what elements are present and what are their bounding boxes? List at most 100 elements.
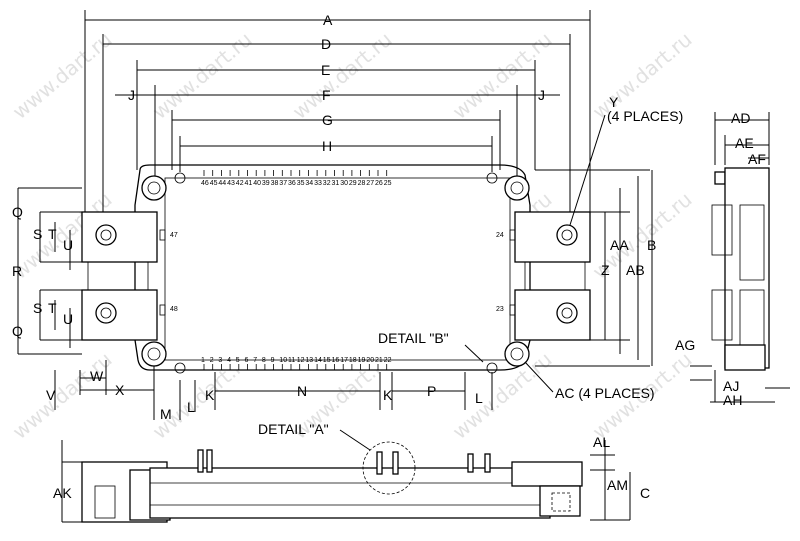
pin-bottom-label: 5 xyxy=(236,357,240,364)
pin-bottom-label: 13 xyxy=(305,357,313,364)
dim-l-left: L xyxy=(187,399,195,415)
dim-m: M xyxy=(160,406,172,422)
pin-top-label: 43 xyxy=(227,180,235,187)
pin-top-label: 41 xyxy=(245,180,253,187)
dim-b: B xyxy=(647,237,656,253)
dim-am: AM xyxy=(607,477,628,493)
watermark-text: www.dart.ru xyxy=(8,347,117,444)
pin-23: 23 xyxy=(496,306,504,313)
pin-top-label: 42 xyxy=(236,180,244,187)
front-view: AK AL AM C xyxy=(53,434,650,523)
pin-top-label: 25 xyxy=(384,180,392,187)
pin-bottom-label: 6 xyxy=(245,357,249,364)
pin-top-label: 34 xyxy=(305,180,313,187)
dim-s-bottom: S xyxy=(33,300,42,316)
pin-bottom-label: 3 xyxy=(218,357,222,364)
dim-e: E xyxy=(321,62,330,78)
pin-bottom-label: 18 xyxy=(349,357,357,364)
pin-bottom-label: 10 xyxy=(279,357,287,364)
dim-s-top: S xyxy=(33,226,42,242)
pin-top-label: 26 xyxy=(375,180,383,187)
dim-g: G xyxy=(322,112,333,128)
pin-top-label: 38 xyxy=(271,180,279,187)
dim-al: AL xyxy=(593,434,610,450)
dim-ag: AG xyxy=(675,337,695,353)
pin-bottom-label: 12 xyxy=(297,357,305,364)
dim-r: R xyxy=(12,263,22,279)
pin-top-label: 29 xyxy=(349,180,357,187)
dim-d: D xyxy=(321,36,331,52)
watermark-text: www.dart.ru xyxy=(8,27,117,124)
dim-q-top: Q xyxy=(12,204,23,220)
dim-aa: AA xyxy=(610,237,629,253)
dim-x: X xyxy=(115,382,125,398)
pin-bottom-label: 11 xyxy=(288,357,295,364)
dim-l-right: L xyxy=(475,390,483,406)
pin-top-label: 27 xyxy=(366,180,374,187)
callouts: Y (4 PLACES) DETAIL "B" AC (4 PLACES) DE… xyxy=(258,94,683,451)
dim-ab: AB xyxy=(626,262,645,278)
dim-u-top: U xyxy=(63,237,73,253)
left-dimensions: Q Q R S T U S T U xyxy=(12,187,82,355)
right-dimensions: Z AA AB B xyxy=(535,169,656,367)
watermark-text: www.dart.ru xyxy=(448,27,557,124)
pin-top-label: 44 xyxy=(218,180,226,187)
dim-af: AF xyxy=(748,151,766,167)
pin-bottom-label: 17 xyxy=(340,357,348,364)
pin-24: 24 xyxy=(496,232,504,239)
side-view: AD AE AF AG AJ AH xyxy=(675,110,790,408)
pin-bottom-label: 7 xyxy=(253,357,257,364)
pin-bottom-label: 22 xyxy=(384,357,392,364)
dim-j-right: J xyxy=(538,87,545,103)
dim-ae: AE xyxy=(735,135,754,151)
dim-f: F xyxy=(322,87,331,103)
dim-ad: AD xyxy=(731,110,750,126)
pin-top-label: 46 xyxy=(201,180,209,187)
pin-bottom-label: 14 xyxy=(314,357,322,364)
dim-w: W xyxy=(90,368,104,384)
dim-t-bottom: T xyxy=(48,300,57,316)
pin-top-label: 30 xyxy=(340,180,348,187)
pin-top-label: 45 xyxy=(210,180,218,187)
dim-ak: AK xyxy=(53,485,72,501)
pin-bottom-label: 8 xyxy=(262,357,266,364)
pin-top-label: 31 xyxy=(332,180,340,187)
dim-k-right: K xyxy=(383,387,393,403)
dim-k-left: K xyxy=(205,387,215,403)
pin-bottom-label: 21 xyxy=(375,357,383,364)
dim-j-left: J xyxy=(128,87,135,103)
callout-detail-a: DETAIL "A" xyxy=(258,421,329,437)
pin-bottom-label: 9 xyxy=(271,357,275,364)
pin-top-label: 35 xyxy=(297,180,305,187)
dim-c: C xyxy=(640,485,650,501)
pin-top-label: 33 xyxy=(314,180,322,187)
pin-top-label: 36 xyxy=(288,180,296,187)
pin-top-label: 37 xyxy=(279,180,287,187)
pin-bottom-label: 15 xyxy=(323,357,331,364)
pin-bottom-label: 4 xyxy=(227,357,231,364)
callout-y: Y xyxy=(609,94,619,110)
watermark-text: www.dart.ru xyxy=(148,27,257,124)
dim-h: H xyxy=(322,138,332,154)
dim-n: N xyxy=(297,383,307,399)
bottom-dimensions: V W X M L K N K P L xyxy=(46,360,493,422)
dim-a: A xyxy=(323,12,333,28)
pin-top-label: 40 xyxy=(253,180,261,187)
watermark-text: www.dart.ru xyxy=(288,27,397,124)
pin-48: 48 xyxy=(170,306,178,313)
pin-bottom-label: 20 xyxy=(366,357,374,364)
callout-y-places: (4 PLACES) xyxy=(607,108,683,124)
pin-top-label: 39 xyxy=(262,180,270,187)
pin-top-label: 28 xyxy=(358,180,366,187)
dim-q-bottom: Q xyxy=(12,323,23,339)
dim-v: V xyxy=(46,387,56,403)
pin-47: 47 xyxy=(170,232,178,239)
pin-bottom-label: 19 xyxy=(358,357,366,364)
callout-detail-b: DETAIL "B" xyxy=(378,330,449,346)
dim-aj: AJ xyxy=(723,378,739,394)
